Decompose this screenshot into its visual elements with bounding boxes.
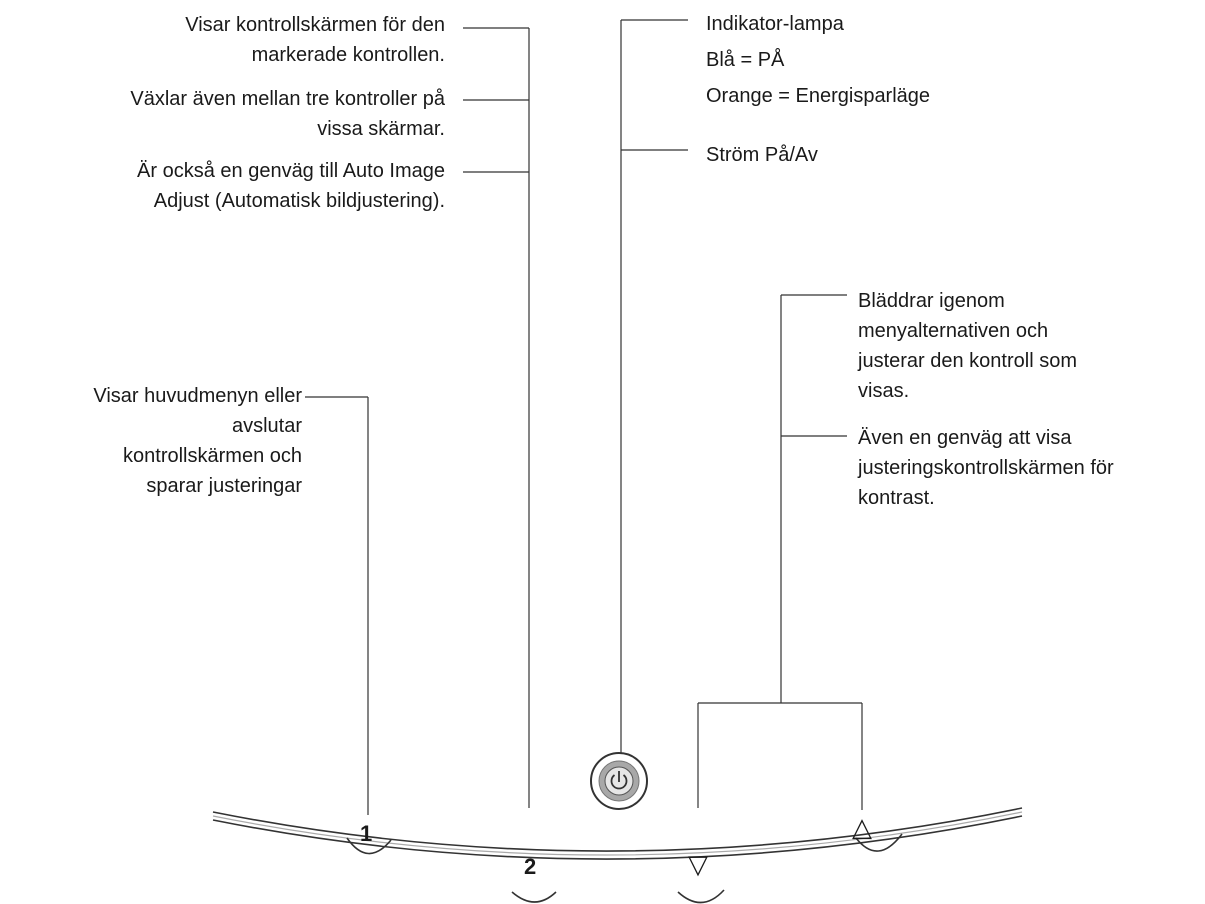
label-vaxlar: Växlar även mellan tre kontroller på vis… [130,88,445,140]
label-kontrast: Även en genväg att visa justeringskontro… [858,427,1114,509]
button-2-label[interactable]: 2 [524,854,537,879]
label-bladdrar: Bläddrar igenom menyalternativen och jus… [858,290,1077,402]
power-button-graphic [590,752,648,810]
label-indikator-lampa: Indikator-lampa Blå = PÅ Orange = Energi… [706,13,931,107]
label-genvag-auto-adjust: Är också en genväg till Auto Image Adjus… [137,160,445,212]
up-arrow-button[interactable]: △ [852,812,872,842]
label-strom: Ström På/Av [706,144,818,166]
label-visar-kontrollskarmen: Visar kontrollskärmen för den markerade … [185,14,445,66]
down-arrow-button[interactable]: ▽ [688,849,708,879]
power-icon[interactable] [591,753,647,809]
button-1-label[interactable]: 1 [360,821,373,846]
label-huvudmeny: Visar huvudmenyn eller avslutar kontroll… [93,385,302,497]
